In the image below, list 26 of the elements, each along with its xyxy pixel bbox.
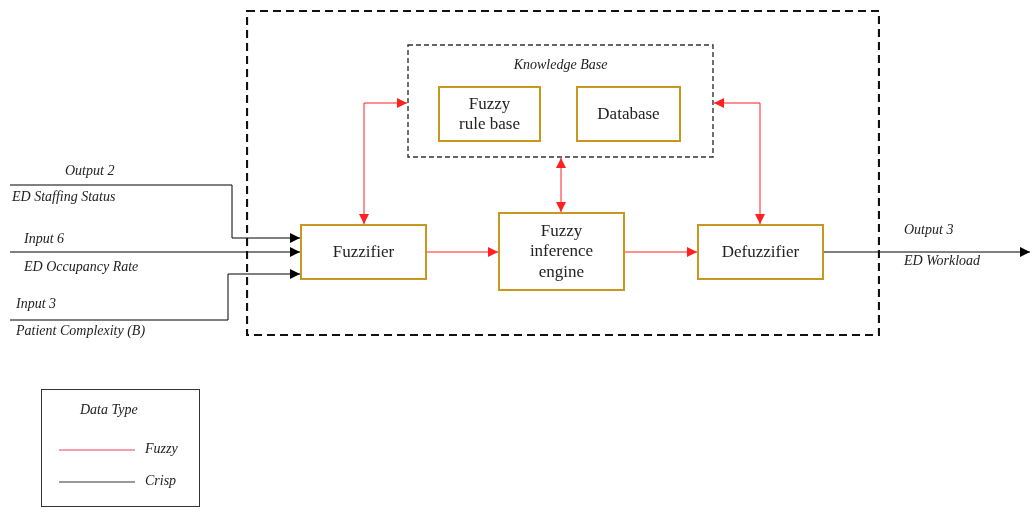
arrow [9,247,301,257]
variable-name: ED Staffing Status [12,189,116,205]
arrow [624,247,698,257]
signal-name: Input 6 [24,231,65,247]
variable-name: ED Workload [904,253,981,269]
signal-name: Output 3 [904,222,954,238]
arrow [713,98,765,225]
legend-label: Crisp [145,473,177,489]
signal-name: Input 3 [16,296,57,312]
process-box: Fuzzy inference engine [498,212,625,291]
variable-name: ED Occupancy Rate [24,259,139,275]
arrow [426,247,499,257]
group-title: Knowledge Base [512,57,609,73]
arrow [9,184,301,243]
process-box: Fuzzifier [300,224,427,280]
legend-title: Data Type [80,402,138,418]
arrow [823,247,1031,257]
variable-name: Patient Complexity (B) [16,323,146,339]
signal-name: Output 2 [65,163,115,179]
arrow [359,98,408,225]
legend-label: Fuzzy [145,441,178,457]
process-box: Fuzzy rule base [438,86,541,142]
arrow [556,157,566,213]
process-box: Database [576,86,681,142]
arrow [9,269,301,321]
process-box: Defuzzifier [697,224,824,280]
